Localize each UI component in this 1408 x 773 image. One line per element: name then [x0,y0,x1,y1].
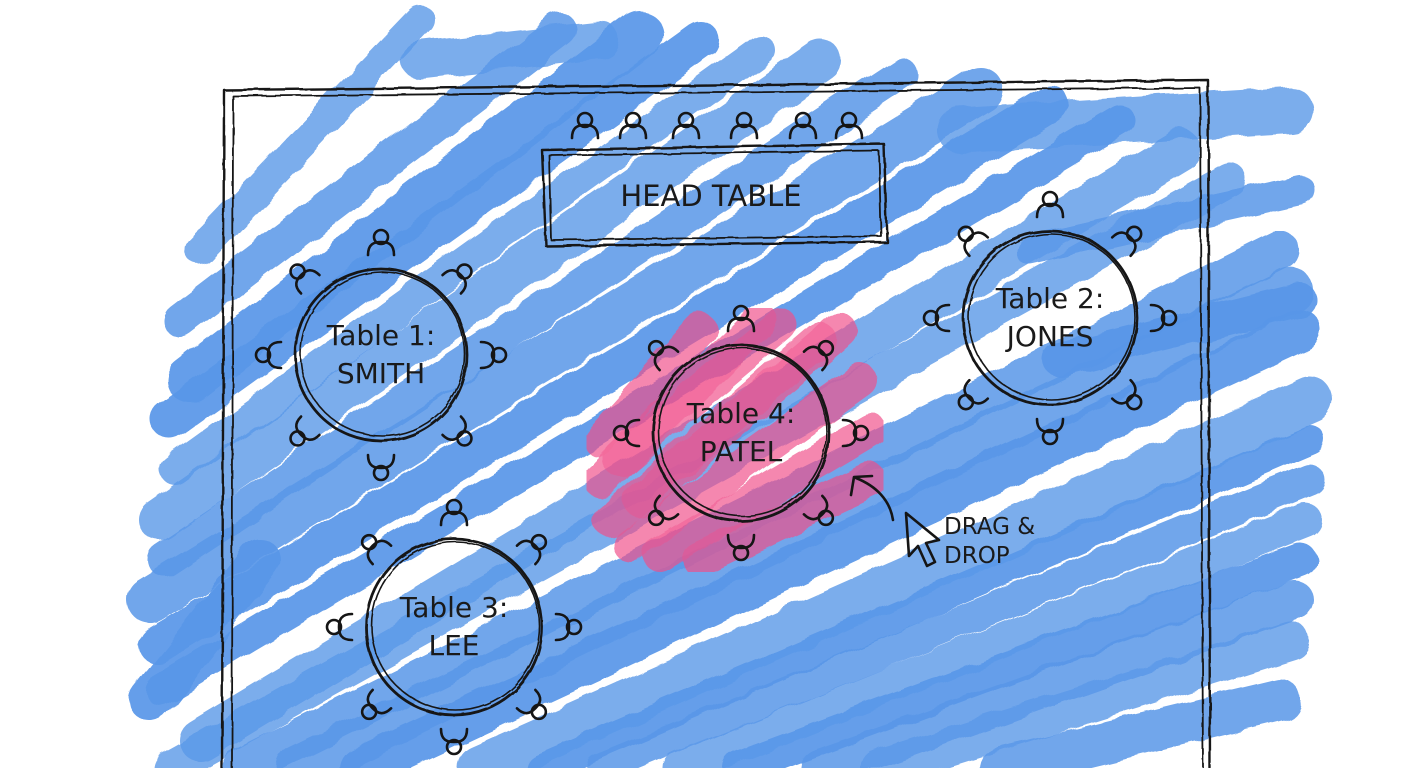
table-ring [293,267,469,443]
wash-stroke [979,679,1301,773]
seat-icon [671,111,701,140]
seat-icon [957,225,990,258]
table-seats [922,190,1178,446]
seat-icon [1110,378,1143,411]
wash-stroke [585,465,1325,773]
table-ring [364,537,544,717]
seat-icon [1035,417,1065,446]
wash-stroke [401,21,619,79]
seat-icon [922,303,951,333]
wash-stroke [801,581,1314,773]
drag-highlight [583,303,887,577]
wash-stroke [139,85,1069,664]
drag-drop-hint: DRAG & DROP [849,474,1035,569]
table-seats [325,498,583,756]
wash-stroke [163,13,577,337]
table-ring [651,343,831,523]
table-name: Table 2: [995,282,1105,315]
seat-icon [1149,303,1178,333]
table-name: Table 3: [399,591,509,624]
seat-icon [841,418,870,448]
seat-icon [726,304,756,333]
table-family: LEE [429,629,480,662]
table-seats [254,228,508,482]
wash-stroke [861,621,1309,773]
table-2[interactable]: Table 2: JONES [922,190,1178,446]
curved-arrow-icon [854,476,895,522]
seat-icon [618,111,648,140]
seat-icon [439,727,469,756]
wash-stroke [339,309,1321,773]
wash-stroke [937,87,1313,153]
wash-stroke [160,35,775,485]
mouse-pointer-icon [904,511,941,568]
table-1[interactable]: Table 1: SMITH [254,228,508,482]
head-table-label: HEAD TABLE [620,179,801,213]
wash-stroke [129,539,281,721]
drag-hint-line2: DROP [944,543,1010,569]
table-family: PATEL [700,435,783,468]
seat-icon [788,111,818,140]
table-seats [612,304,870,562]
seat-icon [1035,190,1065,219]
wash-stroke [1043,283,1317,377]
seat-icon [802,339,835,372]
wash-stroke [663,503,1322,773]
wash-stroke [151,21,719,439]
floor-area-wash [127,5,1333,773]
table-ring [961,229,1139,407]
seat-icon [289,415,321,447]
seat-icon [554,612,583,642]
seat-icon [360,533,393,566]
seat-icon [441,263,473,295]
seat-icon [254,340,283,370]
wash-stroke [723,543,1317,773]
seat-icon [647,339,680,372]
seat-icon [366,453,396,482]
head-table[interactable]: HEAD TABLE [540,111,889,248]
wash-stroke [185,5,435,265]
wash-stroke [148,57,917,577]
table-family: JONES [1005,320,1094,353]
head-table-seats [570,111,864,140]
seat-icon [729,111,759,140]
wash-stroke [167,11,663,403]
room-boundary [220,78,1212,770]
wash-stroke [127,67,1003,623]
seat-icon [325,612,354,642]
wash-stroke [525,425,1325,773]
seat-icon [647,494,680,527]
wash-stroke [457,377,1333,773]
table-name: Table 1: [326,319,436,352]
table-family: SMITH [337,357,425,390]
seat-icon [834,111,864,140]
seat-icon [957,378,990,411]
seat-icon [366,228,396,257]
wash-stroke [139,39,841,541]
seat-icon [439,498,469,527]
table-4[interactable]: Table 4: PATEL [583,303,887,577]
drag-hint-line1: DRAG & [944,514,1035,540]
seat-icon [802,494,835,527]
seat-icon [726,533,756,562]
seat-icon [441,415,473,447]
seat-icon [515,533,548,566]
seat-icon [612,418,641,448]
seat-icon [360,688,393,721]
seat-icon [1110,225,1143,258]
seat-icon [479,340,508,370]
table-3[interactable]: Table 3: LEE [325,498,583,756]
table-name: Table 4: [686,397,796,430]
seat-icon [570,111,600,140]
seat-icon [289,263,321,295]
seat-icon [515,688,548,721]
curved-arrow-head [849,474,874,497]
wash-stroke [1015,175,1315,265]
